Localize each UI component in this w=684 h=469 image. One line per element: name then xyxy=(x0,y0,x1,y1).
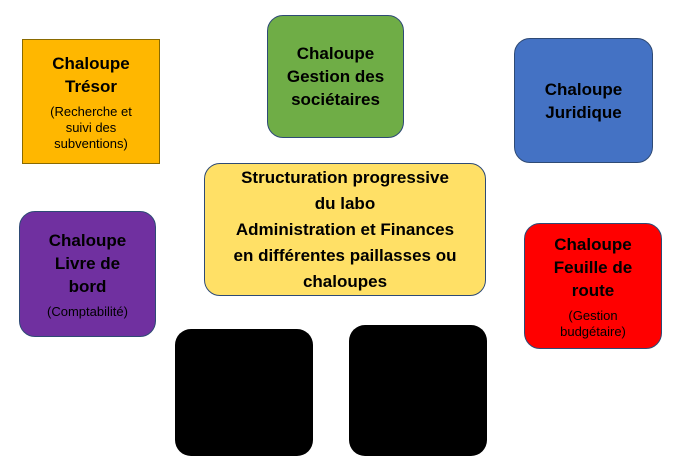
title-line: bord xyxy=(68,276,107,296)
chaloupe-feuille-de-route-title: Chaloupe Feuille de route xyxy=(554,233,632,302)
chaloupe-livre-de-bord-title: Chaloupe Livre de bord xyxy=(49,229,126,298)
subtitle-line: suivi des xyxy=(65,119,117,135)
subtitle-line: (Gestion xyxy=(568,307,618,323)
chaloupe-tresor-title: Chaloupe Trésor xyxy=(52,52,129,98)
title-line: Administration et Finances xyxy=(235,219,455,239)
title-line: Chaloupe xyxy=(52,53,130,73)
subtitle-line: (Recherche et xyxy=(50,103,132,119)
chaloupe-tresor-box: Chaloupe Trésor (Recherche et suivi des … xyxy=(22,39,160,164)
chaloupe-tresor-subtitle: (Recherche et suivi des subventions) xyxy=(50,104,132,152)
title-line: Structuration progressive xyxy=(241,167,449,187)
chaloupe-livre-de-bord-subtitle: (Comptabilité) xyxy=(47,304,128,320)
title-line: Chaloupe xyxy=(544,79,623,99)
subtitle-line: (Comptabilité) xyxy=(47,303,128,319)
subtitle-line: budgétaire) xyxy=(560,323,626,339)
title-line: Chaloupe xyxy=(554,234,632,254)
redacted-box-right xyxy=(349,325,487,456)
title-line: Gestion des xyxy=(286,67,385,86)
title-line: Feuille de xyxy=(553,257,633,277)
title-line: Chaloupe xyxy=(48,230,127,250)
chaloupe-feuille-de-route-subtitle: (Gestion budgétaire) xyxy=(560,308,626,340)
title-line: chaloupes xyxy=(302,271,388,291)
title-line: en différentes paillasses ou xyxy=(233,245,457,265)
chaloupe-juridique-title: Chaloupe Juridique xyxy=(545,78,622,124)
title-line: Juridique xyxy=(545,102,622,122)
chaloupe-juridique-box: Chaloupe Juridique xyxy=(514,38,653,163)
title-line: du labo xyxy=(314,193,376,213)
subtitle-line: subventions) xyxy=(54,135,128,151)
title-line: route xyxy=(571,280,615,300)
redacted-box-left xyxy=(175,329,313,456)
title-line: Chaloupe xyxy=(296,44,375,63)
title-line: sociétaires xyxy=(291,90,380,109)
chaloupe-feuille-de-route-box: Chaloupe Feuille de route (Gestion budgé… xyxy=(524,223,662,349)
chaloupe-gestion-title: Chaloupe Gestion des sociétaires xyxy=(287,42,384,111)
title-line: Trésor xyxy=(65,76,117,96)
central-structuration-title: Structuration progressive du labo Admini… xyxy=(234,165,457,295)
chaloupe-gestion-box: Chaloupe Gestion des sociétaires xyxy=(267,15,404,138)
chaloupe-livre-de-bord-box: Chaloupe Livre de bord (Comptabilité) xyxy=(19,211,156,337)
title-line: Livre de xyxy=(54,253,121,273)
central-structuration-box: Structuration progressive du labo Admini… xyxy=(204,163,486,296)
